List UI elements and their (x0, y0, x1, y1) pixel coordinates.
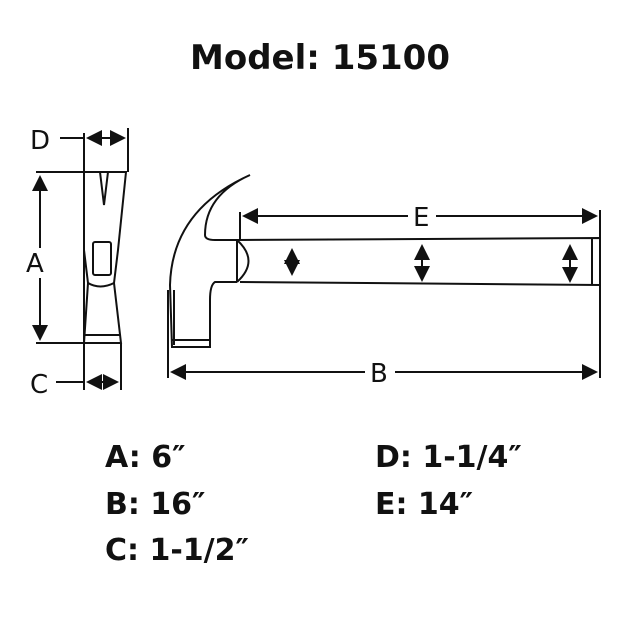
handle-thickness-arrows (284, 244, 578, 283)
label-c: C (30, 370, 48, 400)
label-b: B (370, 359, 388, 389)
spec-b: B: 16″ (105, 487, 206, 522)
label-e: E (413, 203, 429, 233)
hammer-front-view (169, 174, 601, 348)
spec-a: A: 6″ (105, 440, 186, 475)
dimension-a (32, 171, 84, 344)
dimension-e (239, 208, 601, 240)
dimension-d (60, 128, 129, 390)
spec-c: C: 1-1/2″ (105, 533, 249, 568)
dimension-b (167, 285, 601, 380)
model-title: Model: 15100 (190, 38, 450, 78)
label-a: A (26, 249, 44, 279)
label-d: D (30, 126, 50, 156)
hammer-side-view (82, 171, 128, 344)
spec-d: D: 1-1/4″ (375, 440, 522, 475)
spec-e: E: 14″ (375, 487, 474, 522)
dimension-c (56, 343, 122, 390)
